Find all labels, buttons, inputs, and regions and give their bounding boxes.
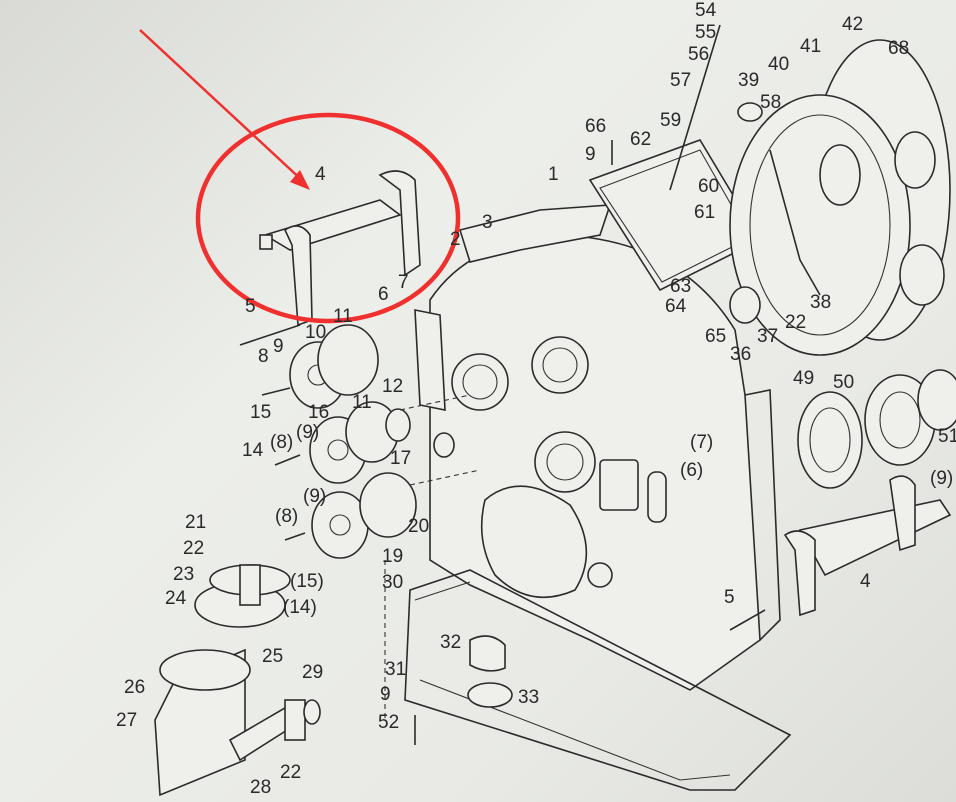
bolts	[239, 24, 766, 745]
bracket-part-4	[259, 170, 421, 327]
part-label: (8)	[270, 432, 293, 453]
part-label: 54	[695, 0, 717, 21]
part-label: 52	[378, 712, 399, 733]
part-label: 3	[482, 212, 493, 233]
part-label: 42	[842, 14, 863, 35]
gearbox-housing	[414, 139, 781, 691]
part-label: 4	[315, 164, 326, 185]
part-label: 57	[670, 70, 691, 91]
part-label: 9	[273, 336, 284, 357]
part-label: (6)	[680, 460, 703, 481]
part-label: 9	[585, 144, 596, 165]
highlight-circle	[195, 112, 461, 324]
part-label: 2	[450, 229, 461, 250]
part-label: (14)	[283, 597, 317, 618]
part-label: 64	[665, 296, 687, 317]
part-label: 14	[242, 440, 264, 461]
part-label: 50	[833, 372, 854, 393]
bearing-rings	[729, 286, 956, 489]
part-label: 5	[245, 296, 256, 317]
part-label: 20	[408, 516, 429, 537]
part-label: (9)	[303, 486, 326, 507]
arrow-head-icon	[290, 170, 310, 190]
part-label: 24	[165, 588, 187, 609]
part-label: 49	[793, 368, 814, 389]
part-label: 39	[738, 70, 759, 91]
part-label: 12	[382, 376, 403, 397]
part-label: (15)	[290, 571, 324, 592]
part-label: 11	[333, 306, 353, 327]
part-label: 38	[810, 292, 831, 313]
red-annotation	[139, 29, 461, 324]
part-label: 59	[660, 110, 681, 131]
part-label: 62	[630, 129, 651, 150]
part-label: 32	[440, 632, 461, 653]
part-label: 8	[258, 346, 269, 367]
part-label: 16	[308, 402, 329, 423]
part-label: 66	[585, 116, 606, 137]
part-label: 17	[390, 448, 411, 469]
part-label: 37	[757, 326, 778, 347]
part-label: (7)	[690, 432, 713, 453]
highlight-arrow	[139, 29, 306, 184]
part-label: 4	[860, 571, 871, 592]
part-label: 21	[185, 512, 206, 533]
oil-pan-gasket	[404, 569, 792, 791]
part-label: 41	[800, 36, 821, 57]
part-label: 29	[302, 662, 323, 683]
part-label: 15	[250, 402, 271, 423]
part-label: 1	[548, 164, 559, 185]
part-label: (9)	[930, 468, 953, 489]
part-label: 9	[380, 684, 391, 705]
part-label: 61	[694, 202, 715, 223]
bracket-part-4-right	[783, 475, 952, 617]
part-label: 58	[760, 92, 781, 113]
part-label: 30	[382, 572, 403, 593]
part-label: 7	[398, 272, 409, 293]
bearing-caps	[289, 324, 481, 720]
part-label: 31	[385, 659, 406, 680]
part-label: 6	[378, 284, 389, 305]
part-label: 68	[888, 38, 909, 59]
part-label: 33	[518, 687, 539, 708]
part-label: 11	[352, 392, 372, 413]
part-label: 36	[730, 344, 751, 365]
part-label: 22	[280, 762, 301, 783]
part-label: 10	[305, 322, 326, 343]
part-label: 5	[724, 587, 735, 608]
part-label: 26	[124, 677, 145, 698]
part-label: 65	[705, 326, 726, 347]
part-label: 51	[938, 426, 956, 447]
part-label: 55	[695, 22, 716, 43]
part-label: 28	[250, 777, 271, 798]
part-label: 56	[688, 44, 709, 65]
part-label: 23	[173, 564, 194, 585]
part-label: 27	[116, 710, 137, 731]
part-label: 63	[670, 276, 691, 297]
part-label: (9)	[296, 422, 319, 443]
part-label: 40	[768, 54, 789, 75]
output-shaft-assembly	[154, 564, 321, 797]
part-label: 22	[183, 538, 204, 559]
part-label: 22	[785, 312, 806, 333]
part-label: (8)	[275, 506, 298, 527]
flange-cover	[729, 39, 951, 356]
part-label: 60	[698, 176, 719, 197]
part-label: 25	[262, 646, 283, 667]
part-label: 19	[382, 546, 403, 567]
